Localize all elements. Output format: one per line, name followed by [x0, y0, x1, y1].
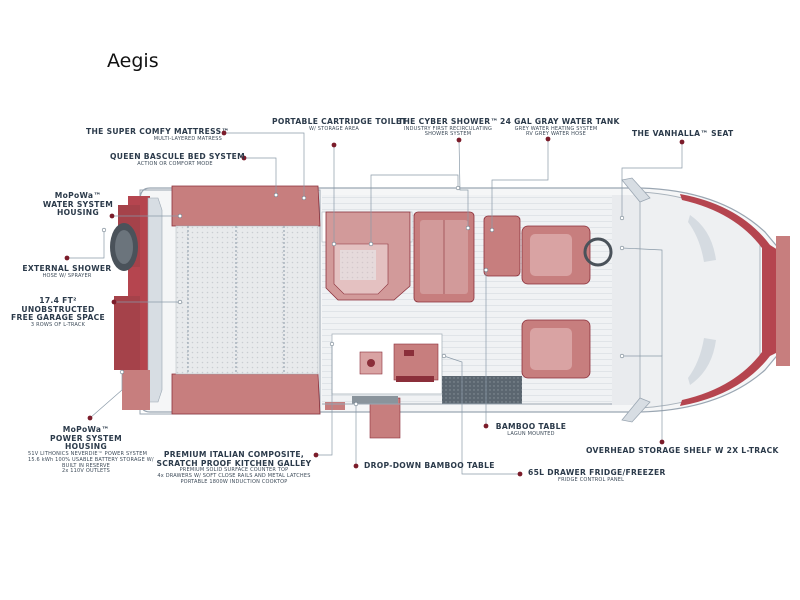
label-mattress-title: THE SUPER COMFY MATTRESS™	[86, 127, 230, 136]
label-bed-sub: ACTION OR COMFORT MODE	[137, 160, 213, 167]
label-cyber-shower-sub-1: INDUSTRY FIRST RECIRCULATING	[403, 125, 493, 132]
cab-seats	[521, 225, 613, 379]
kitchen-galley	[325, 333, 522, 439]
label-galley-sub-2: 4x DRAWERS W/ SOFT CLOSE RAILS AND METAL…	[157, 473, 311, 480]
label-external-shower-title: EXTERNAL SHOWER	[22, 264, 112, 273]
label-fridge: 65L DRAWER FRIDGE/FREEZER FRIDGE CONTROL…	[528, 468, 666, 483]
label-power-sub-1: 51V LITHONICS NEVERDIE™ POWER SYSTEM	[28, 451, 148, 458]
label-external-shower-sub: HOSE W/ SPRAYER	[42, 272, 92, 279]
label-power-title: MoPoWa™ POWER SYSTEM HOUSING	[49, 425, 123, 452]
label-galley: PREMIUM ITALIAN COMPOSITE, SCRATCH PROOF…	[156, 450, 312, 486]
page-title: Aegis	[107, 50, 159, 72]
label-galley-title: PREMIUM ITALIAN COMPOSITE, SCRATCH PROOF…	[156, 450, 312, 468]
label-overhead: OVERHEAD STORAGE SHELF W 2X L-TRACK	[586, 446, 779, 456]
bench-seat	[413, 211, 475, 303]
label-toilet-title: PORTABLE CARTRIDGE TOILET	[272, 117, 407, 126]
label-gray-tank: 24 GAL GRAY WATER TANK GREY WATER HEATIN…	[500, 117, 620, 138]
rear-walls	[110, 189, 321, 415]
label-drop-table-title: DROP-DOWN BAMBOO TABLE	[364, 461, 495, 470]
label-bamboo-table-sub: LAGUN MOUNTED	[507, 430, 555, 437]
label-bed: QUEEN BASCULE BED SYSTEM ACTION OR COMFO…	[110, 152, 246, 167]
label-dots	[64, 130, 685, 477]
label-fridge-sub: FRIDGE CONTROL PANEL	[558, 476, 625, 483]
label-vanhalla: THE VANHALLA™ SEAT	[632, 129, 734, 139]
label-cyber-shower-title: THE CYBER SHOWER™	[398, 117, 499, 126]
label-mattress: THE SUPER COMFY MATTRESS™ MULTI-LAYERED …	[86, 127, 230, 142]
label-bed-title: QUEEN BASCULE BED SYSTEM	[110, 152, 246, 161]
label-galley-sub-3: PORTABLE 1800W INDUCTION COOKTOP	[180, 478, 288, 485]
label-bamboo-table: BAMBOO TABLE LAGUN MOUNTED	[494, 422, 568, 437]
label-gray-tank-title: 24 GAL GRAY WATER TANK	[500, 117, 620, 126]
label-toilet-sub: W/ STORAGE AREA	[308, 125, 360, 132]
label-power-sub-4: 2x 110V OUTLETS	[61, 468, 111, 475]
label-drop-table: DROP-DOWN BAMBOO TABLE	[364, 461, 495, 471]
label-cyber-shower-sub-2: SHOWER SYSTEM	[424, 131, 472, 138]
label-gray-tank-sub-2: RV GREY WATER HOSE	[526, 131, 586, 138]
bed	[171, 185, 321, 415]
label-fridge-title: 65L DRAWER FRIDGE/FREEZER	[528, 468, 666, 477]
label-external-shower: EXTERNAL SHOWER HOSE W/ SPRAYER	[20, 264, 114, 279]
label-power-sub-2: 15.6 kWh 100% USABLE BATTERY STORAGE W/	[28, 456, 154, 463]
label-bamboo-table-title: BAMBOO TABLE	[495, 422, 567, 431]
label-garage-sub: 3 ROWS OF L-TRACK	[30, 322, 86, 329]
label-power-sub-3: BUILT IN RESERVE	[61, 462, 111, 469]
label-galley-sub-1: PREMIUM SOLID SURFACE COUNTER TOP	[179, 467, 289, 474]
label-garage: 17.4 FT² UNOBSTRUCTED FREE GARAGE SPACE …	[6, 296, 110, 329]
label-vanhalla-title: THE VANHALLA™ SEAT	[632, 129, 734, 138]
label-toilet: PORTABLE CARTRIDGE TOILET W/ STORAGE ARE…	[272, 117, 407, 132]
label-overhead-title: OVERHEAD STORAGE SHELF W 2X L-TRACK	[586, 446, 779, 455]
label-mattress-sub: MULTI-LAYERED MATRESS	[153, 135, 222, 142]
toilet-module	[321, 211, 413, 301]
label-power: MoPoWa™ POWER SYSTEM HOUSING 51V LITHONI…	[28, 425, 154, 475]
leader-lines	[67, 132, 683, 475]
label-cyber-shower: THE CYBER SHOWER™ INDUSTRY FIRST RECIRCU…	[398, 117, 499, 138]
label-garage-title: 17.4 FT² UNOBSTRUCTED FREE GARAGE SPACE	[10, 296, 106, 323]
bamboo-table	[483, 215, 521, 277]
label-water-housing: MoPoWa™ WATER SYSTEM HOUSING	[22, 191, 134, 218]
label-water-housing-title: MoPoWa™ WATER SYSTEM HOUSING	[42, 191, 114, 218]
label-gray-tank-sub-1: GREY WATER HEATING SYSTEM	[514, 125, 598, 132]
leader-endpoints	[101, 185, 625, 407]
